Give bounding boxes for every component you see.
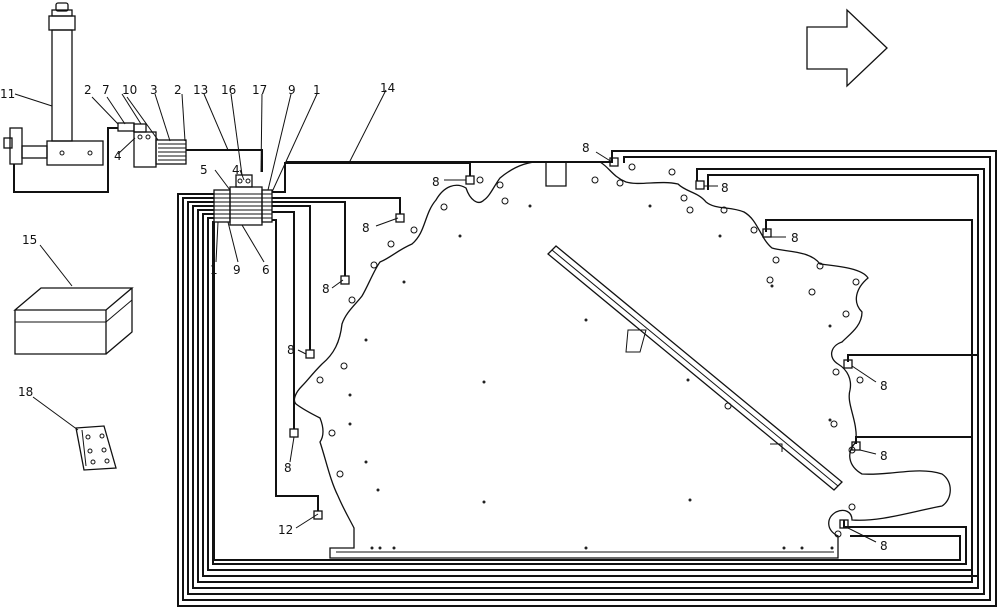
callout-9-top: 9 — [288, 83, 296, 97]
callout-8-c: 8 — [322, 282, 330, 296]
callout-16: 16 — [221, 83, 236, 97]
callout-7: 7 — [102, 83, 110, 97]
leader-lines — [14, 89, 877, 543]
callout-8-j: 8 — [880, 449, 888, 463]
callout-11: 11 — [0, 87, 15, 101]
callout-8-d: 8 — [287, 343, 295, 357]
callout-17: 17 — [252, 83, 267, 97]
main-distribution-block — [213, 174, 273, 226]
grease-point-fittings — [289, 157, 861, 529]
callout-8-e: 8 — [284, 461, 292, 475]
machine-side-plate — [293, 161, 951, 559]
callout-8-h: 8 — [791, 231, 799, 245]
callout-9-bottom: 9 — [233, 263, 241, 277]
mounting-plate — [75, 425, 117, 471]
callout-14: 14 — [380, 81, 395, 95]
callout-4-right: 4 — [232, 163, 240, 177]
callout-12: 12 — [278, 523, 293, 537]
callout-8-f: 8 — [582, 141, 590, 155]
callout-3: 3 — [150, 83, 158, 97]
callout-8-b: 8 — [362, 221, 370, 235]
callout-18: 18 — [18, 385, 33, 399]
callout-1-top: 1 — [313, 83, 321, 97]
callout-15: 15 — [22, 233, 37, 247]
divider-valve-1 — [117, 122, 263, 172]
diagonal-guide-rail — [547, 245, 843, 491]
callout-labels: 11 2 7 10 3 2 13 16 17 9 1 14 4 5 4 1 9 … — [0, 81, 888, 553]
callout-2-left: 2 — [84, 83, 92, 97]
callout-8-i: 8 — [880, 379, 888, 393]
pump-assembly — [3, 2, 118, 193]
reservoir-box — [13, 287, 134, 355]
callout-4-left: 4 — [114, 149, 122, 163]
grease-lines — [177, 150, 997, 607]
callout-6: 6 — [262, 263, 270, 277]
callout-2-right: 2 — [174, 83, 182, 97]
callout-8-k: 8 — [880, 539, 888, 553]
callout-13: 13 — [193, 83, 208, 97]
callout-8-g: 8 — [721, 181, 729, 195]
callout-1-bottom: 1 — [210, 263, 218, 277]
callout-10: 10 — [122, 83, 137, 97]
callout-8-a: 8 — [432, 175, 440, 189]
direction-arrow-icon — [806, 8, 888, 88]
plate-fastener-dots — [348, 204, 834, 550]
callout-5: 5 — [200, 163, 208, 177]
